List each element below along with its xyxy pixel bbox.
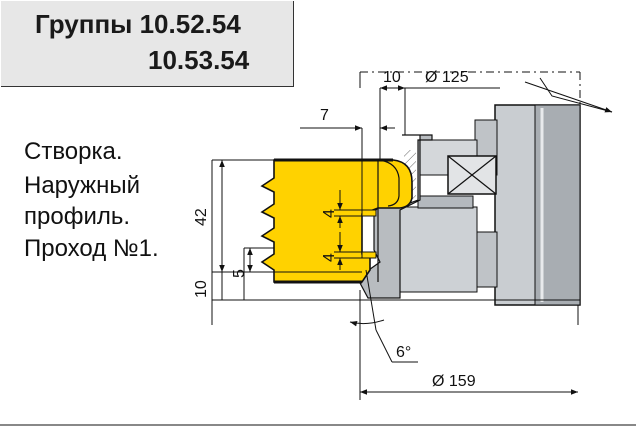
dimension-labels: 10 Ø 125 7 42 5 10 4 4 6° Ø 159 — [193, 69, 476, 390]
dim-top-diameter: Ø 125 — [425, 69, 469, 86]
dim-step-lower: 4 — [321, 253, 338, 262]
dim-groove-width: 10 — [383, 69, 401, 86]
cutter-body — [399, 104, 581, 306]
dim-step-upper: 4 — [321, 209, 338, 218]
dim-angle: 6° — [396, 344, 411, 361]
workpiece-profile — [260, 158, 413, 284]
title-groups-line1: Группы 10.52.54 — [35, 9, 241, 39]
dimension-lines — [219, 77, 613, 395]
dim-bottom-diameter: Ø 159 — [432, 373, 476, 390]
dim-offset: 7 — [320, 107, 329, 124]
description-line-2: Наружный — [24, 172, 140, 199]
dim-tongue: 5 — [231, 269, 248, 278]
dim-base: 10 — [193, 280, 210, 298]
title-groups-line2: 10.53.54 — [148, 45, 250, 75]
extension-lines — [211, 71, 581, 400]
description-line-3: профиль. — [24, 203, 131, 230]
description-line-4: Проход №1. — [24, 235, 159, 262]
dim-profile-height: 42 — [193, 208, 210, 226]
description-line-1: Створка. — [24, 138, 123, 165]
header-box: Группы 10.52.54 10.53.54 — [1, 1, 294, 87]
